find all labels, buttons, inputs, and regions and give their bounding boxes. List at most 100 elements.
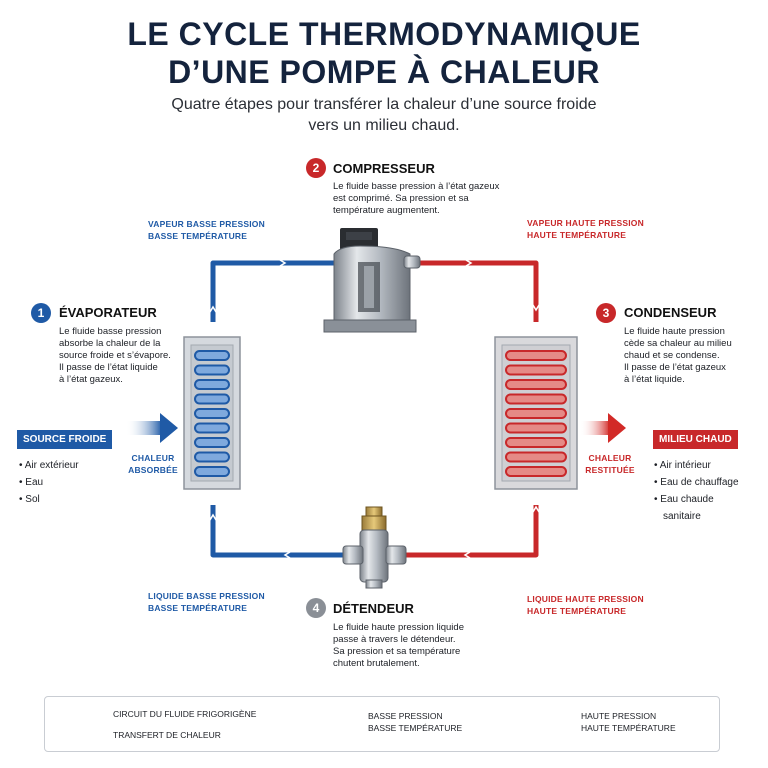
step-3-desc-line: Le fluide haute pression — [624, 326, 725, 337]
step-4-badge: 4 — [306, 598, 326, 618]
coil-tube — [505, 364, 567, 376]
coil-tube — [505, 379, 567, 390]
coil-tube — [194, 451, 230, 463]
label-heat-released-line2: RESTITUÉE — [585, 465, 635, 475]
legend-hp-line2: HAUTE TEMPÉRATURE — [581, 723, 676, 733]
step-2-badge: 2 — [306, 158, 326, 178]
source-froide-item: • Eau — [19, 477, 44, 488]
condenser-unit — [494, 336, 578, 490]
step-3-desc-line: Il passe de l’état gazeux — [624, 362, 726, 373]
step-4-title: DÉTENDEUR — [333, 601, 414, 616]
coil-tube — [194, 350, 230, 361]
milieu-chaud-item-text: Eau de chauffage — [660, 477, 739, 488]
legend-transfer-label: TRANSFERT DE CHALEUR — [113, 730, 221, 740]
source-froide-item-text: Air extérieur — [24, 460, 79, 471]
step-1-desc-line: absorbe la chaleur de la — [59, 338, 161, 349]
source-froide-badge: SOURCE FROIDE — [17, 430, 113, 449]
label-liquid-hp: LIQUIDE HAUTE PRESSION HAUTE TEMPÉRATURE — [527, 593, 644, 617]
step-2-desc-line: Le fluide basse pression à l’état gazeux — [333, 181, 500, 192]
label-vapor-bp: VAPEUR BASSE PRESSION BASSE TEMPÉRATURE — [148, 218, 265, 242]
title-line-1: LE CYCLE THERMODYNAMIQUE — [127, 16, 641, 52]
legend-box — [44, 696, 720, 752]
milieu-chaud-badge: MILIEU CHAUD — [653, 430, 738, 449]
step-4-desc-line: chutent brutalement. — [333, 658, 420, 669]
step-1-desc-line: Le fluide basse pression — [59, 326, 162, 337]
step-3-desc: Le fluide haute pression cède sa chaleur… — [624, 326, 732, 386]
step-1-desc-line: à l’état gazeux. — [59, 374, 123, 385]
step-2-desc: Le fluide basse pression à l’état gazeux… — [333, 181, 499, 217]
step-4-desc-line: Le fluide haute pression liquide — [333, 622, 464, 633]
subtitle-line-2: vers un milieu chaud. — [308, 117, 460, 134]
coil-tube — [194, 466, 230, 477]
compressor-unit — [323, 228, 421, 333]
step-3-desc-line: à l’état liquide. — [624, 374, 685, 385]
milieu-chaud-item-text: sanitaire — [663, 511, 701, 522]
step-1-title: ÉVAPORATEUR — [59, 305, 157, 320]
milieu-chaud-item-text: Eau chaude — [660, 494, 714, 505]
source-froide-item-text: Sol — [25, 494, 40, 505]
label-heat-absorbed: CHALEUR ABSORBÉE — [128, 452, 178, 476]
heat-arrow-in — [126, 413, 178, 443]
coil-tube — [505, 408, 567, 419]
milieu-chaud-item-text: Air intérieur — [659, 460, 711, 471]
coil-tube — [505, 393, 567, 405]
source-froide-item: • Air extérieur — [19, 460, 79, 471]
coil-tube — [194, 437, 230, 448]
subtitle-line-1: Quatre étapes pour transférer la chaleur… — [171, 96, 597, 113]
label-heat-released: CHALEUR RESTITUÉE — [582, 452, 638, 476]
step-3-badge: 3 — [596, 303, 616, 323]
coil-tube — [194, 408, 230, 419]
legend-hp-line1: HAUTE PRESSION — [581, 711, 657, 721]
step-1-desc-line: source froide et s’évapore. — [59, 350, 171, 361]
milieu-chaud-item: • Eau chaude — [654, 494, 714, 505]
pipe-top-left-bp — [210, 260, 340, 322]
step-3-desc-line: chaud et se condense. — [624, 350, 720, 361]
label-liquid-bp: LIQUIDE BASSE PRESSION BASSE TEMPÉRATURE — [148, 590, 265, 614]
milieu-chaud-item: • Air intérieur — [654, 460, 711, 471]
step-2-title: COMPRESSEUR — [333, 161, 435, 176]
coil-tube — [505, 451, 567, 463]
flow-arrows — [209, 259, 540, 559]
coil-tube — [505, 437, 567, 448]
label-liquid-hp-line1: LIQUIDE HAUTE PRESSION — [527, 594, 644, 604]
label-heat-absorbed-line2: ABSORBÉE — [128, 465, 178, 475]
label-heat-released-line1: CHALEUR — [588, 453, 632, 463]
source-froide-item: • Sol — [19, 494, 40, 505]
step-4-desc: Le fluide haute pression liquide passe à… — [333, 622, 464, 670]
legend-bp-line1: BASSE PRESSION — [368, 711, 443, 721]
coil-tube — [194, 364, 230, 376]
coil-tube — [505, 422, 567, 434]
source-froide-item-text: Eau — [25, 477, 44, 488]
legend-bp-label: BASSE PRESSION BASSE TEMPÉRATURE — [368, 710, 462, 734]
label-liquid-hp-line2: HAUTE TEMPÉRATURE — [527, 606, 627, 616]
coil-tube — [505, 350, 567, 361]
label-vapor-hp: VAPEUR HAUTE PRESSION HAUTE TEMPÉRATURE — [527, 217, 644, 241]
step-2-desc-line: température augmentent. — [333, 205, 440, 216]
step-3-title: CONDENSEUR — [624, 305, 717, 320]
label-liquid-bp-line1: LIQUIDE BASSE PRESSION — [148, 591, 265, 601]
step-1-desc-line: Il passe de l’état liquide — [59, 362, 158, 373]
milieu-chaud-item: • Eau de chauffage — [654, 477, 739, 488]
label-heat-absorbed-line1: CHALEUR — [131, 453, 175, 463]
step-1-desc: Le fluide basse pression absorbe la chal… — [59, 326, 171, 386]
label-liquid-bp-line2: BASSE TEMPÉRATURE — [148, 603, 248, 613]
step-3-desc-line: cède sa chaleur au milieu — [624, 338, 732, 349]
milieu-chaud-list: • Air intérieur • Eau de chauffage • Eau… — [654, 457, 739, 525]
step-1-badge: 1 — [31, 303, 51, 323]
label-vapor-bp-line1: VAPEUR BASSE PRESSION — [148, 219, 265, 229]
coil-tube — [194, 422, 230, 434]
heat-arrow-out — [580, 413, 626, 443]
pipe-top-right-hp — [418, 260, 539, 322]
step-4-desc-line: Sa pression et sa température — [333, 646, 461, 657]
step-2-desc-line: est comprimé. Sa pression et sa — [333, 193, 469, 204]
coil-tube — [194, 379, 230, 390]
pipe-bottom-right-hp — [395, 505, 539, 558]
source-froide-list: • Air extérieur • Eau • Sol — [19, 457, 79, 508]
legend-hp-label: HAUTE PRESSION HAUTE TEMPÉRATURE — [581, 710, 676, 734]
label-vapor-hp-line2: HAUTE TEMPÉRATURE — [527, 230, 627, 240]
title-line-2: D’UNE POMPE À CHALEUR — [168, 54, 600, 90]
label-vapor-bp-line2: BASSE TEMPÉRATURE — [148, 231, 248, 241]
expansion-valve — [342, 506, 407, 589]
coil-tube — [505, 466, 567, 477]
